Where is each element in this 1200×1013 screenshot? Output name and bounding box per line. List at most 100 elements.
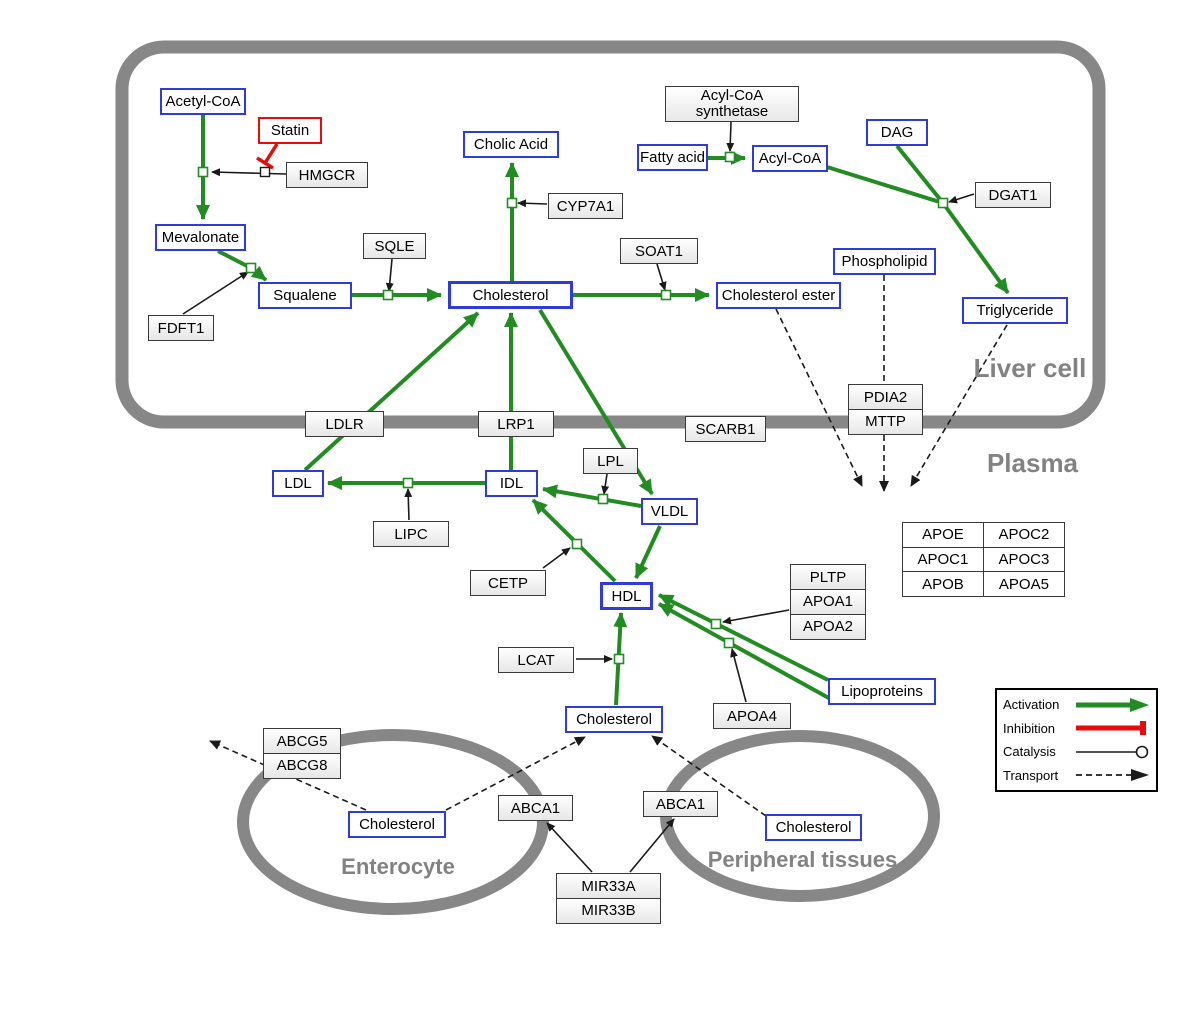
inhibition-statin-bar: [256, 156, 274, 170]
reaction-node: [710, 618, 722, 630]
node-apoc3[interactable]: APOC3: [982, 546, 1065, 573]
node-abca1-peripheral[interactable]: ABCA1: [643, 791, 718, 817]
node-mevalonate[interactable]: Mevalonate: [155, 224, 246, 251]
node-soat1[interactable]: SOAT1: [620, 238, 698, 264]
node-mir33b[interactable]: MIR33B: [556, 897, 661, 924]
node-idl[interactable]: IDL: [485, 470, 538, 497]
reaction-node: [660, 289, 672, 301]
legend-catalysis-label: Catalysis: [1003, 744, 1056, 760]
catalysis-cetp: [542, 547, 571, 569]
node-apoa1[interactable]: APOA1: [790, 588, 866, 615]
catalysis-mir33-abca1-right: [629, 818, 675, 873]
node-mir33a[interactable]: MIR33A: [556, 873, 661, 899]
enterocyte-membrane: [237, 729, 549, 915]
node-pdia2[interactable]: PDIA2: [848, 384, 923, 410]
node-mttp[interactable]: MTTP: [848, 408, 923, 435]
reaction-node: [613, 653, 625, 665]
legend-row-catalysis: Catalysis: [1003, 741, 1150, 763]
reaction-node: [382, 289, 394, 301]
liver-cell-label: Liver cell: [973, 352, 1087, 383]
edge-lipoproteins-to-hdl-lower: [658, 602, 837, 704]
node-cholesterol-liver[interactable]: Cholesterol: [448, 281, 573, 309]
peripheral-tissues-label: Peripheral tissues: [707, 847, 898, 872]
node-fdft1[interactable]: FDFT1: [148, 315, 214, 341]
node-sqle[interactable]: SQLE: [363, 233, 426, 259]
node-ldl[interactable]: LDL: [272, 470, 324, 497]
transport-cholesterol-ester: [775, 308, 863, 487]
node-cholesterol-peripheral[interactable]: Cholesterol: [765, 814, 862, 841]
node-cholesterol-enterocyte[interactable]: Cholesterol: [348, 811, 446, 838]
reaction-node: [402, 477, 414, 489]
catalysis-acyl-coa-synthetase: [726, 121, 735, 152]
node-statin[interactable]: Statin: [258, 117, 322, 144]
edge-lipoproteins-to-hdl-upper: [658, 593, 829, 682]
legend-inhibition-label: Inhibition: [1003, 720, 1056, 736]
node-lipoproteins[interactable]: Lipoproteins: [828, 678, 936, 705]
edge-dag-to-dgat-node: [895, 144, 945, 205]
node-apoa4[interactable]: APOA4: [713, 703, 791, 729]
node-lrp1[interactable]: LRP1: [478, 411, 554, 437]
catalysis-mir33-abca1-left: [546, 822, 593, 873]
node-acyl-coa[interactable]: Acyl-CoA: [752, 145, 828, 172]
stack-pdia2-mttp: PDIA2 MTTP: [848, 384, 923, 435]
transport-enterocyte-cholesterol-to-plasma: [445, 736, 586, 811]
node-triglyceride[interactable]: Triglyceride: [962, 297, 1068, 324]
node-squalene[interactable]: Squalene: [258, 282, 352, 309]
node-dag[interactable]: DAG: [866, 119, 928, 146]
plasma-label: Plasma: [986, 447, 1079, 478]
catalysis-dgat1: [948, 193, 975, 204]
node-vldl[interactable]: VLDL: [641, 498, 698, 525]
legend-row-activation: Activation: [1003, 694, 1150, 716]
catalysis-apoa4: [730, 648, 747, 703]
node-pltp[interactable]: PLTP: [790, 564, 866, 590]
node-apoc1[interactable]: APOC1: [901, 546, 984, 573]
node-apoc2[interactable]: APOC2: [982, 521, 1065, 548]
catalysis-circle-icon: [1076, 745, 1149, 759]
catalysis-hmgcr: [211, 168, 287, 177]
node-phospholipid[interactable]: Phospholipid: [833, 248, 936, 275]
catalysis-soat1: [656, 263, 667, 291]
reaction-node: [597, 493, 609, 505]
reaction-node: [937, 197, 949, 209]
node-cholic-acid[interactable]: Cholic Acid: [463, 131, 559, 158]
edge-dgat-node-to-triglyceride: [941, 201, 1010, 295]
node-fatty-acid[interactable]: Fatty acid: [637, 144, 708, 171]
legend-row-transport: Transport: [1003, 764, 1150, 786]
node-cetp[interactable]: CETP: [470, 570, 546, 596]
transport-triglyceride: [910, 324, 1008, 487]
node-lpl[interactable]: LPL: [583, 448, 638, 474]
node-cholesterol-ester[interactable]: Cholesterol ester: [716, 282, 841, 309]
node-acetyl-coa[interactable]: Acetyl-CoA: [160, 88, 246, 115]
inhibition-tbar-icon: [1076, 721, 1146, 736]
reaction-node: [723, 637, 735, 649]
node-hdl[interactable]: HDL: [600, 582, 653, 610]
node-apob[interactable]: APOB: [901, 571, 984, 598]
node-abcg5[interactable]: ABCG5: [263, 728, 341, 754]
node-abca1-enterocyte[interactable]: ABCA1: [498, 795, 573, 821]
node-lipc[interactable]: LIPC: [373, 521, 449, 547]
node-hmgcr[interactable]: HMGCR: [286, 162, 368, 188]
node-lcat[interactable]: LCAT: [498, 647, 574, 673]
catalysis-lipc: [404, 488, 413, 521]
node-ldlr[interactable]: LDLR: [305, 411, 384, 437]
reaction-node: [724, 151, 736, 163]
edge-acylcoa-to-dgat-node: [826, 165, 944, 205]
node-dgat1[interactable]: DGAT1: [975, 182, 1051, 208]
legend-transport-label: Transport: [1003, 767, 1059, 783]
node-cyp7a1[interactable]: CYP7A1: [548, 193, 623, 219]
catalysis-fdft1: [182, 271, 249, 315]
acyl-coa-synthetase-line2: synthetase: [695, 103, 769, 120]
node-apoa2[interactable]: APOA2: [790, 613, 866, 640]
node-apoe[interactable]: APOE: [901, 521, 984, 548]
acyl-coa-synthetase-line1: Acyl-CoA: [700, 87, 764, 104]
node-abcg8[interactable]: ABCG8: [263, 752, 341, 779]
inhibition-statin-line: [263, 143, 279, 164]
node-scarb1[interactable]: SCARB1: [685, 416, 766, 442]
node-acyl-coa-synthetase[interactable]: Acyl-CoA synthetase: [665, 86, 799, 122]
catalysis-cyp7a1: [517, 199, 548, 208]
node-apoa5[interactable]: APOA5: [982, 571, 1065, 598]
node-cholesterol-plasma[interactable]: Cholesterol: [565, 706, 663, 733]
enterocyte-label: Enterocyte: [341, 854, 455, 879]
